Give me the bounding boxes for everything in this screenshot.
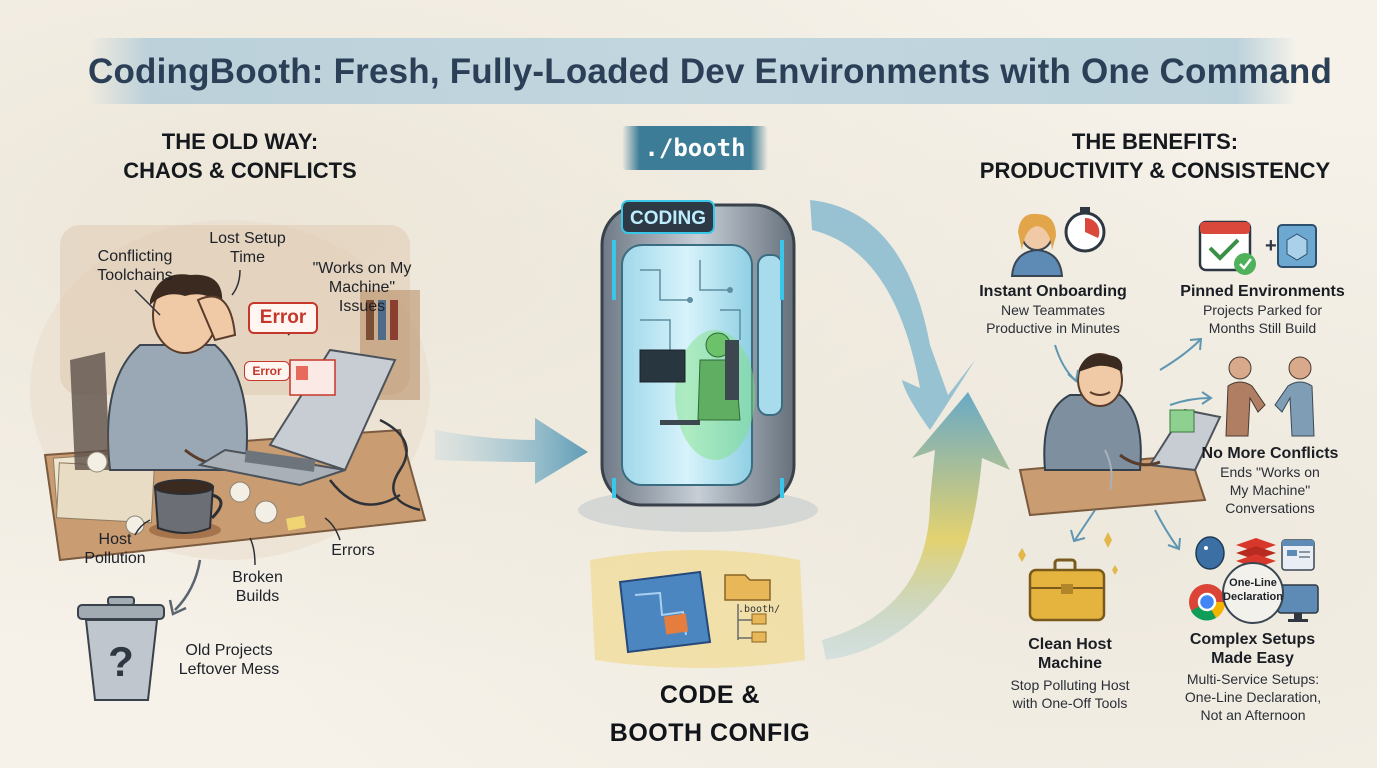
booth-command: ./booth bbox=[622, 126, 768, 170]
benefit-complex-title: Complex Setups Made Easy bbox=[1189, 631, 1316, 667]
chrome-icon bbox=[1189, 584, 1226, 621]
folder-icon bbox=[724, 574, 771, 643]
booth-sign-text: CODING bbox=[630, 208, 706, 229]
label-broken-builds: Broken Builds bbox=[232, 569, 283, 605]
monitor-icon bbox=[1277, 584, 1319, 622]
plus-icon: + bbox=[1265, 235, 1277, 257]
blueprint-icon bbox=[618, 570, 712, 654]
benefit-clean-desc: Stop Polluting Host with One-Off Tools bbox=[1010, 677, 1130, 711]
code-booth-config-caption: CODE & BOOTH CONFIG bbox=[609, 681, 811, 747]
coffee-mug-icon bbox=[149, 479, 223, 539]
stopwatch-icon bbox=[1064, 207, 1106, 253]
arrow-config-to-benefits bbox=[822, 392, 1010, 660]
coding-booth-illustration: CODING bbox=[578, 200, 818, 532]
one-line-badge-text: One-Line Declaration bbox=[1223, 577, 1283, 603]
benefit-conflicts-desc: Ends "Works on My Machine" Conversations bbox=[1220, 464, 1320, 516]
handshake-icon bbox=[1225, 356, 1315, 437]
benefit-instant-desc: New Teammates Productive in Minutes bbox=[986, 302, 1120, 336]
browser-window-icon bbox=[1281, 539, 1315, 571]
benefit-pinned-title: Pinned Environments bbox=[1180, 283, 1345, 300]
folder-label: .booth/ bbox=[738, 604, 780, 615]
label-lost-setup-time: Lost Setup Time bbox=[209, 230, 286, 266]
laptop bbox=[197, 348, 397, 487]
svg-text:?: ? bbox=[108, 638, 134, 685]
benefits-heading: THE BENEFITS: PRODUCTIVITY & CONSISTENCY bbox=[979, 129, 1331, 183]
old-way-heading: THE OLD WAY: CHAOS & CONFLICTS bbox=[123, 129, 357, 183]
old-way-scene bbox=[30, 220, 430, 616]
arrow-to-booth bbox=[435, 418, 588, 484]
arrow-booth-to-benefits bbox=[810, 200, 975, 430]
label-works-on-my-machine: "Works on My Machine" Issues bbox=[312, 260, 412, 315]
title-banner bbox=[88, 38, 1298, 104]
page-title: CodingBooth: Fresh, Fully-Loaded Dev Env… bbox=[88, 52, 1333, 91]
calendar-check-icon bbox=[1198, 220, 1256, 275]
label-host-pollution: Host Pollution bbox=[84, 531, 146, 567]
error-badge-large: Error bbox=[248, 302, 318, 334]
cube-icon bbox=[1277, 224, 1317, 268]
label-conflicting-toolchains: Conflicting Toolchains bbox=[97, 248, 173, 284]
benefit-conflicts-title: No More Conflicts bbox=[1201, 445, 1339, 462]
toolbox-icon bbox=[1018, 532, 1118, 622]
benefit-clean-title: Clean Host Machine bbox=[1028, 636, 1112, 672]
benefit-instant-title: Instant Onboarding bbox=[979, 283, 1127, 300]
one-line-badge bbox=[1222, 562, 1284, 624]
error-badge-small: Error bbox=[244, 361, 290, 381]
database-elephant-icon bbox=[1195, 536, 1225, 570]
trash-can-icon: ? bbox=[77, 596, 165, 701]
config-card: .booth/ bbox=[590, 550, 805, 668]
benefit-pinned-desc: Projects Parked for Months Still Build bbox=[1202, 302, 1323, 336]
label-old-projects: Old Projects Leftover Mess bbox=[178, 642, 280, 678]
label-errors: Errors bbox=[331, 542, 375, 559]
benefit-arrows bbox=[1054, 337, 1213, 551]
benefit-complex-desc: Multi-Service Setups: One-Line Declarati… bbox=[1184, 671, 1322, 723]
person-icon bbox=[1010, 213, 1064, 277]
happy-developer-scene bbox=[1018, 353, 1222, 517]
